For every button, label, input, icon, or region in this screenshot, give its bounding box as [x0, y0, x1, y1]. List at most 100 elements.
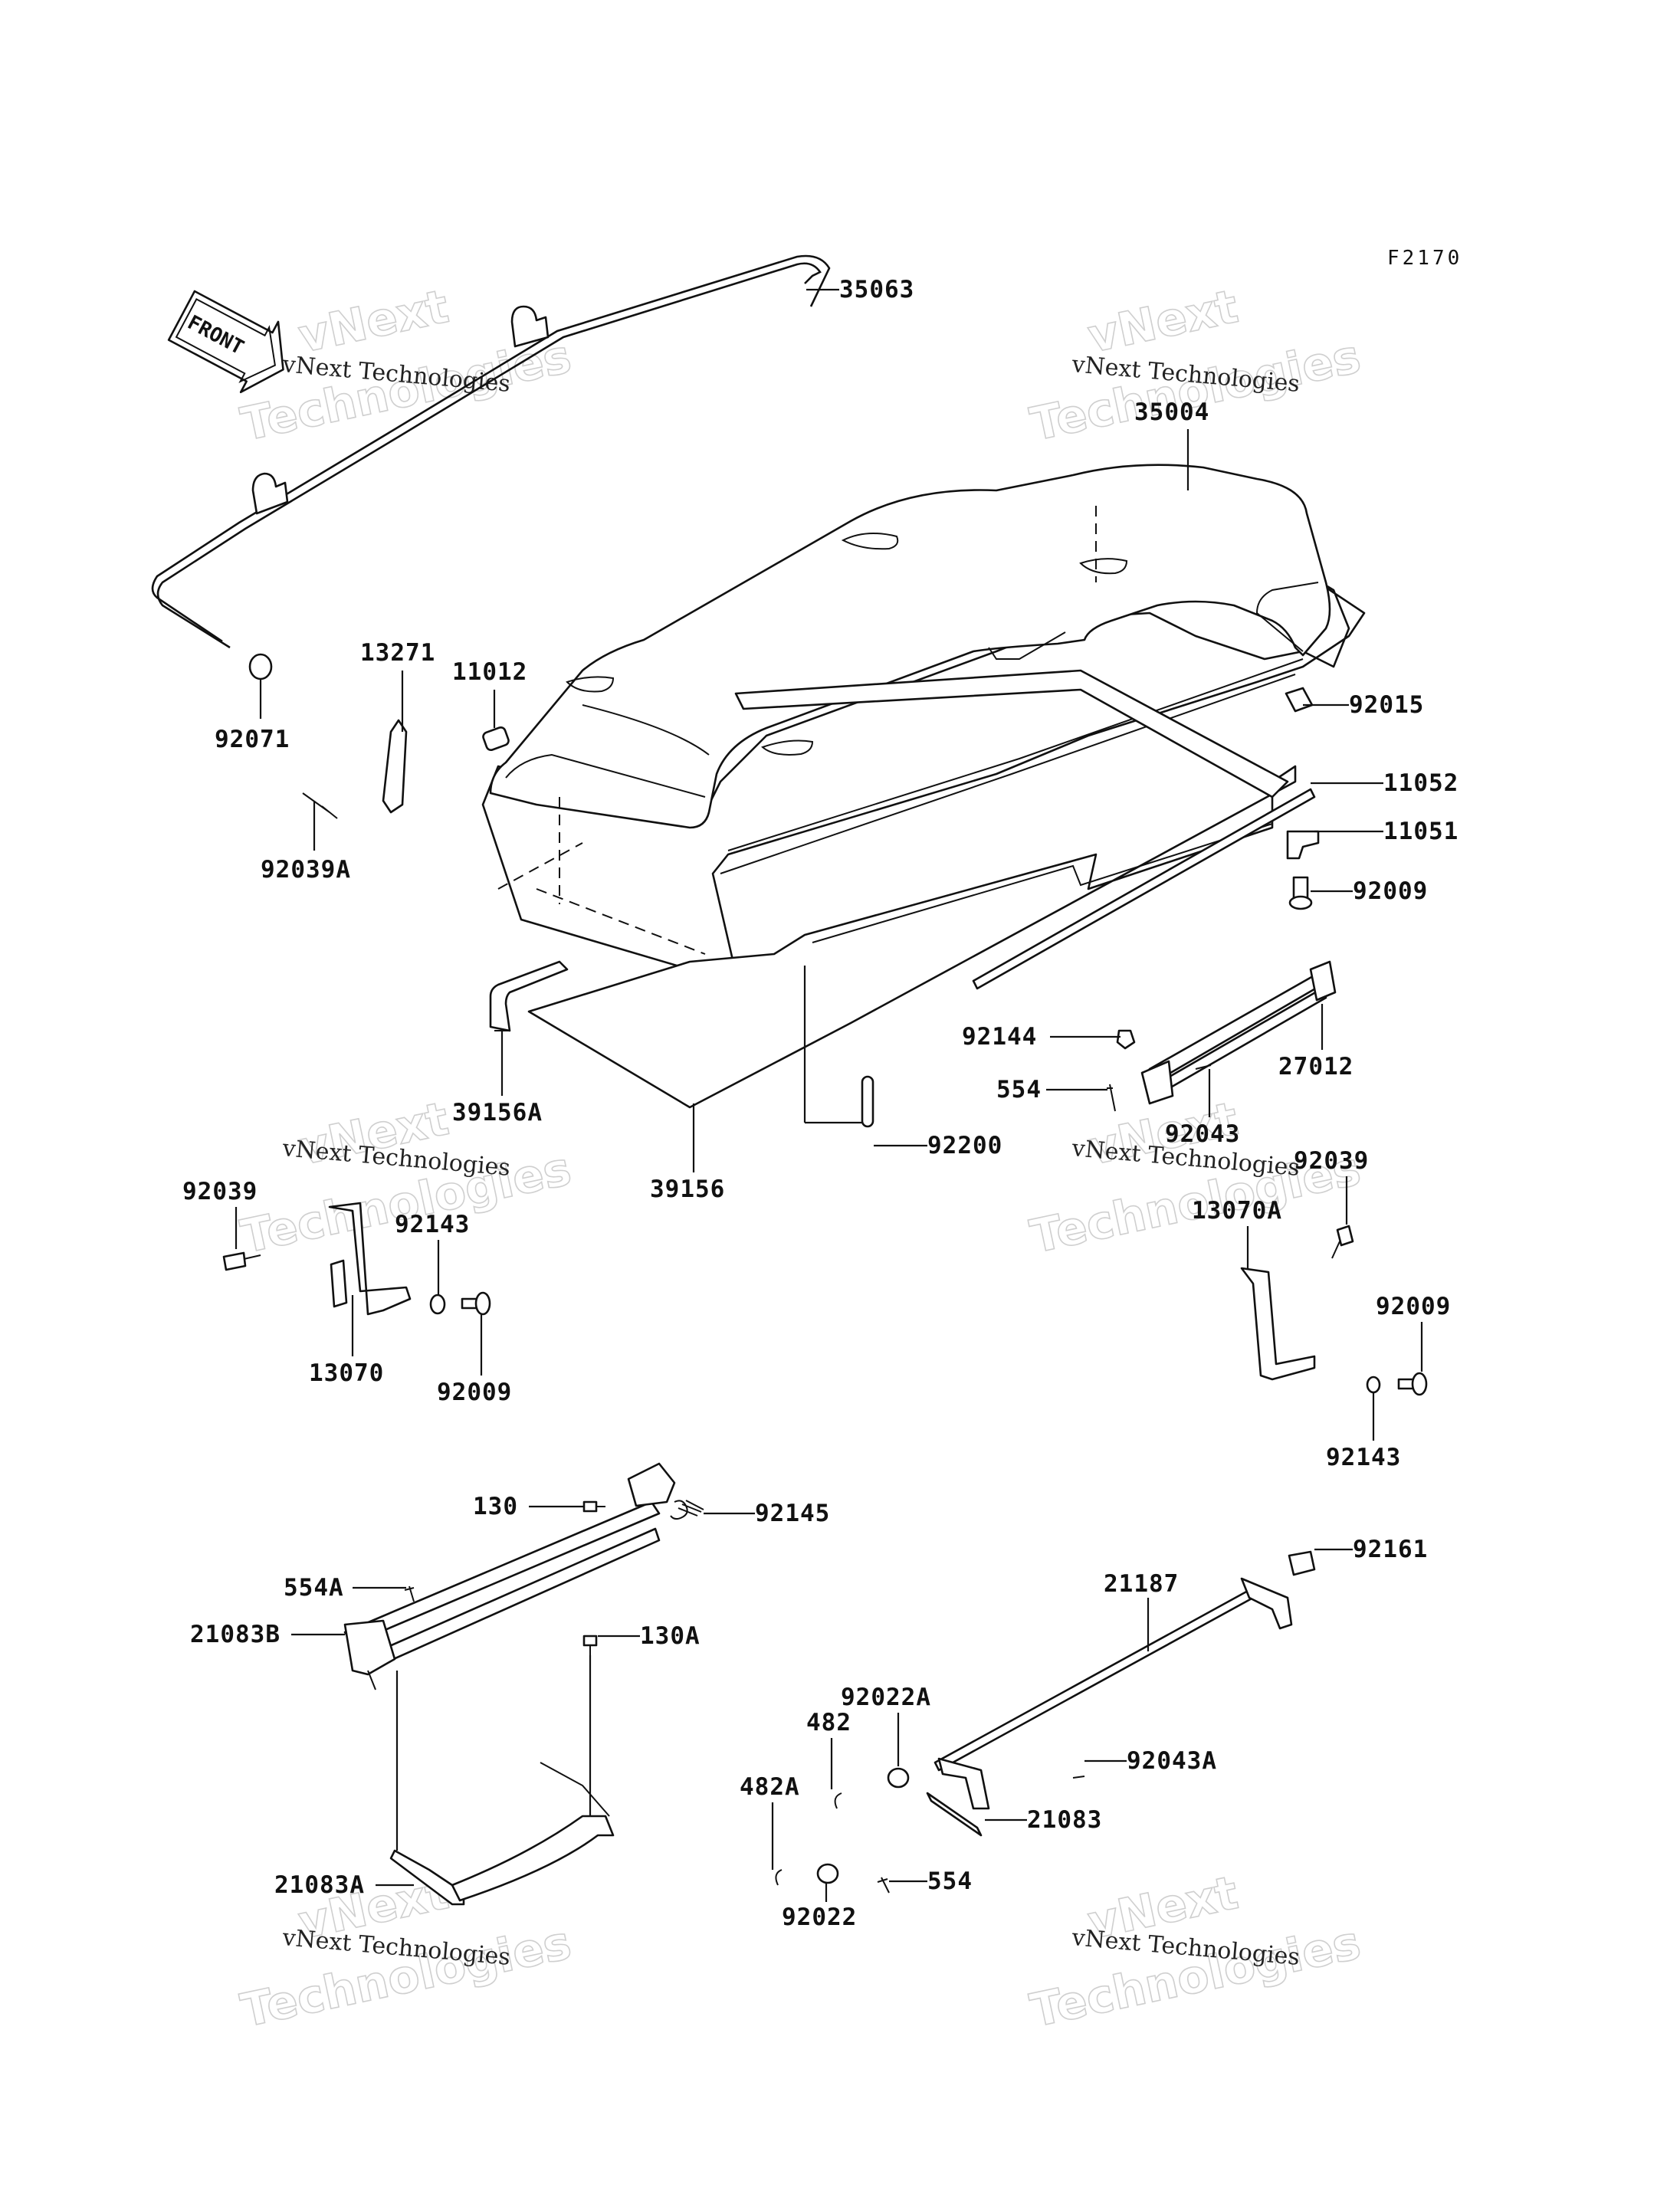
screw-92039A — [302, 792, 338, 819]
part-label-130A: 130A — [640, 1622, 701, 1650]
bolt-130A — [582, 1635, 598, 1655]
lever-21083-rod — [926, 1792, 983, 1837]
washer-92143-right — [1366, 1376, 1381, 1394]
part-label-92009-upper: 92009 — [1353, 877, 1428, 905]
box-top-line-1 — [505, 753, 706, 798]
part-label-13271: 13271 — [360, 639, 435, 667]
part-label-92039-left: 92039 — [182, 1178, 258, 1205]
part-label-92009-right: 92009 — [1376, 1293, 1451, 1320]
box-logo-mark-1 — [841, 533, 899, 550]
diagram-code: F2170 — [1387, 247, 1462, 270]
part-label-92022: 92022 — [782, 1904, 857, 1931]
part-label-11051: 11051 — [1383, 818, 1459, 845]
latch-13070A-plate — [1240, 1267, 1316, 1381]
bolt-92009-upper-head — [1288, 895, 1313, 910]
rod-21187-end — [1240, 1577, 1293, 1630]
grommet-92071 — [248, 653, 273, 680]
box-top-line-2 — [582, 704, 710, 756]
screw-92039-left-shaft — [243, 1254, 261, 1260]
part-label-482: 482 — [806, 1709, 851, 1736]
part-label-13070A: 13070A — [1192, 1197, 1282, 1225]
spring-92145-coil — [678, 1500, 704, 1517]
bolt-130A-head — [582, 1635, 598, 1647]
leader-lines — [235, 288, 1423, 1902]
part-label-92043: 92043 — [1165, 1120, 1240, 1148]
box-logo-mark-2 — [1079, 558, 1128, 575]
bolt-92009-upper — [1288, 876, 1313, 910]
clip-482 — [834, 1792, 842, 1809]
rail-39156A-shape — [489, 960, 569, 1032]
screw-92039-left-head — [222, 1251, 247, 1271]
pin-554-upper — [1107, 1084, 1116, 1112]
part-label-554-lower: 554 — [927, 1867, 973, 1895]
screw-92039-left — [222, 1251, 261, 1271]
part-label-92039A: 92039A — [261, 856, 351, 884]
lever-21083A-end — [389, 1849, 465, 1906]
part-label-130: 130 — [473, 1493, 518, 1520]
hinge-assembly-27012 — [1140, 960, 1337, 1105]
lever-21083B-plate — [343, 1619, 396, 1676]
part-label-92143-left: 92143 — [395, 1211, 470, 1238]
clip-92144 — [1116, 1029, 1136, 1050]
part-label-21083B: 21083B — [190, 1621, 281, 1648]
part-label-92143-right: 92143 — [1326, 1444, 1401, 1471]
box-hidden-edge-3 — [536, 888, 706, 955]
box-rail-line-2 — [720, 674, 1296, 874]
box-logo-mark-3 — [566, 676, 615, 693]
rod-35063-outer — [156, 262, 822, 649]
part-label-35063: 35063 — [839, 276, 914, 303]
part-label-92015: 92015 — [1349, 691, 1424, 719]
watermark-vnext-text: vNext — [294, 280, 454, 364]
box-hidden-edge-1 — [497, 842, 583, 890]
lever-21083B-post — [367, 1670, 376, 1690]
watermark-mid-right: vNext Technologies vNext Technologies — [1025, 1091, 1366, 1264]
watermark-vnext-text: vNext — [1084, 280, 1243, 364]
cargo-box-35004 — [481, 464, 1366, 975]
washer-92022A — [887, 1767, 910, 1789]
pin-92043A — [1072, 1776, 1085, 1779]
screw-92039-right-shaft — [1331, 1241, 1340, 1259]
screw-92039-right — [1331, 1225, 1354, 1259]
clip-482A — [775, 1869, 783, 1886]
front-arrow-shape — [167, 290, 284, 394]
lever-21083 — [926, 1757, 990, 1837]
box-top-shell — [489, 464, 1331, 829]
bracket-11051 — [1286, 830, 1320, 860]
part-label-92145: 92145 — [755, 1500, 830, 1527]
part-label-21187: 21187 — [1104, 1570, 1179, 1598]
rod-35063-inner — [151, 254, 831, 643]
part-label-92009-left: 92009 — [437, 1379, 512, 1406]
rod-21187-shaft — [934, 1589, 1255, 1772]
lever-21083-bracket — [937, 1757, 990, 1810]
hinge-27012-end-plate — [1140, 1060, 1174, 1105]
lever-21083B-upper-plate — [627, 1462, 676, 1507]
latch-13070A — [1240, 1267, 1316, 1381]
bolt-130-head — [582, 1500, 598, 1513]
part-label-27012: 27012 — [1278, 1053, 1354, 1080]
part-label-35004: 35004 — [1134, 398, 1209, 426]
part-label-92022A: 92022A — [841, 1684, 931, 1711]
bolt-130 — [582, 1500, 605, 1513]
hinge-27012-rod-2 — [1148, 987, 1327, 1099]
mat-39156-back-frame — [734, 669, 1289, 798]
watermark-bottom-right: vNext Technologies vNext Technologies — [1025, 1865, 1366, 2038]
clip-92015 — [1285, 687, 1314, 713]
part-label-92200: 92200 — [927, 1132, 1002, 1159]
part-label-92161: 92161 — [1353, 1536, 1428, 1563]
lever-21083A-arm — [451, 1815, 615, 1902]
part-label-13070: 13070 — [309, 1359, 384, 1387]
part-label-554-upper: 554 — [996, 1076, 1042, 1103]
rod-35063 — [151, 254, 831, 649]
lever-21083B-rod-2 — [359, 1527, 661, 1672]
mat-39156-outline — [527, 765, 1297, 1109]
pin-92200 — [861, 1075, 874, 1128]
part-label-92144: 92144 — [962, 1023, 1037, 1051]
bracket-13271 — [382, 719, 408, 814]
hinge-27012-end-plate-2 — [1309, 960, 1337, 1002]
lever-assembly-21083B — [343, 1462, 676, 1690]
latch-13070 — [328, 1202, 412, 1316]
rod-11052 — [972, 788, 1316, 990]
lever-21083B-rod-1 — [343, 1500, 661, 1645]
part-label-39156A: 39156A — [452, 1099, 543, 1126]
